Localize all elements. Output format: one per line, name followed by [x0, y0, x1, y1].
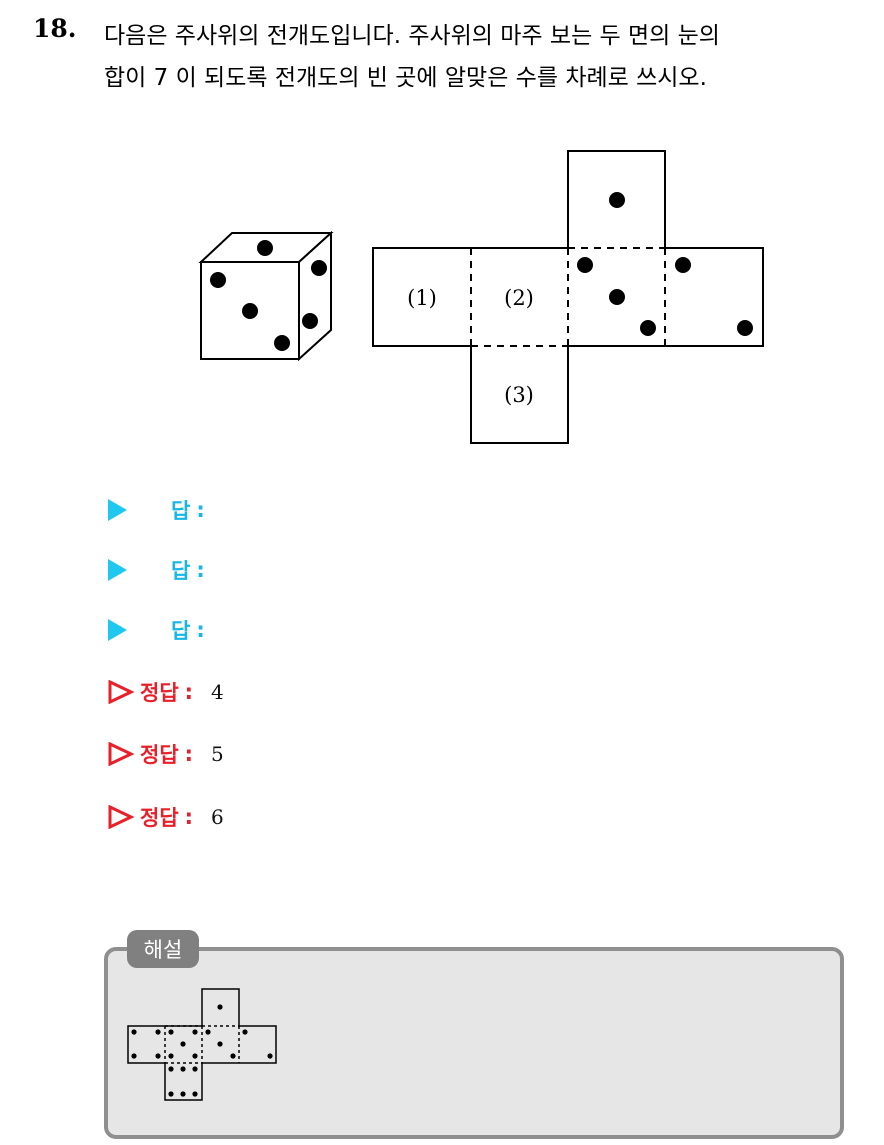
answer-label: 답 [171, 619, 191, 643]
answer-key-row-3: 정답 : 6 [108, 801, 224, 833]
play-arrow-icon [108, 619, 127, 641]
dice-net [372, 150, 764, 444]
answer-label: 답 [171, 559, 191, 583]
answer-key-value: 6 [211, 805, 224, 829]
net-label-3: (3) [504, 383, 534, 407]
question-number: 18. [33, 14, 77, 43]
answer-key-colon: : [184, 742, 194, 766]
play-arrow-icon [108, 499, 127, 521]
answer-key-label: 정답 [140, 806, 179, 830]
die-3d-image [198, 230, 334, 362]
outline-arrow-icon [108, 805, 134, 829]
outline-arrow-icon [108, 680, 134, 704]
explanation-tab: 해설 [127, 930, 199, 968]
answer-key-label: 정답 [140, 681, 179, 705]
answer-row-1: 답 : [108, 494, 205, 526]
net-label-1: (1) [407, 286, 437, 310]
answer-key-label: 정답 [140, 743, 179, 767]
answer-row-3: 답 : [108, 614, 205, 646]
answer-colon: : [196, 618, 205, 642]
explanation-box [104, 947, 844, 1139]
answer-key-value: 4 [211, 680, 224, 704]
question-text-line-1: 다음은 주사위의 전개도입니다. 주사위의 마주 보는 두 면의 눈의 [104, 23, 720, 49]
answer-key-row-2: 정답 : 5 [108, 738, 224, 770]
answer-key-row-1: 정답 : 4 [108, 676, 224, 708]
net-label-2: (2) [504, 286, 534, 310]
answer-colon: : [196, 498, 205, 522]
answer-label: 답 [171, 499, 191, 523]
answer-colon: : [196, 558, 205, 582]
play-arrow-icon [108, 559, 127, 581]
question-text-line-2: 합이 7 이 되도록 전개도의 빈 곳에 알맞은 수를 차례로 쓰시오. [104, 65, 707, 91]
answer-key-colon: : [184, 805, 194, 829]
answer-row-2: 답 : [108, 554, 205, 586]
outline-arrow-icon [108, 742, 134, 766]
dice-figure: (1) (2) (3) [198, 150, 764, 444]
answer-key-colon: : [184, 680, 194, 704]
answer-key-value: 5 [211, 742, 224, 766]
